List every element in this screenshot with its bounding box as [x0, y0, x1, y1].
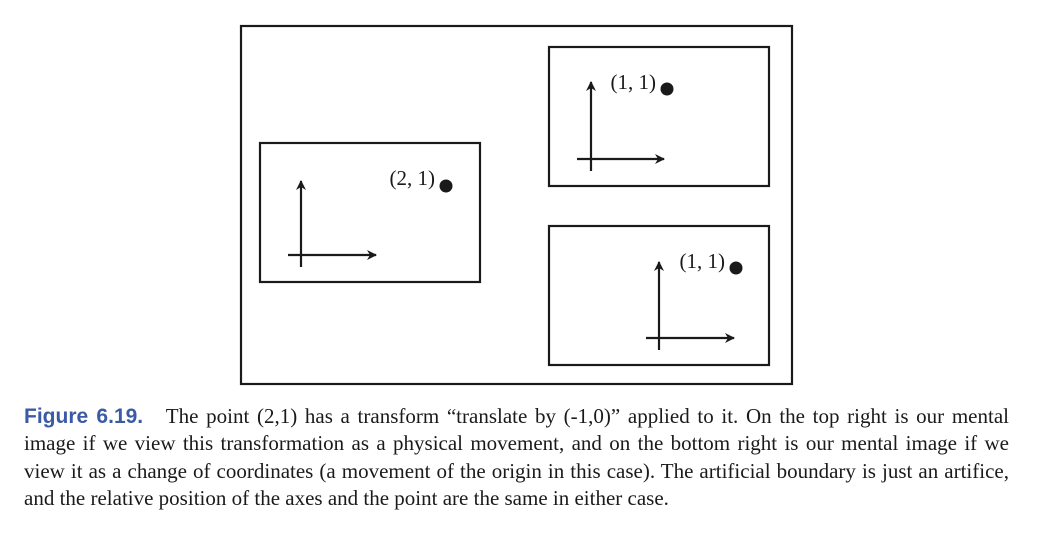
bottom-right-box-border: [547, 224, 771, 367]
bottom-right-box: (1, 1): [547, 224, 771, 367]
outer-frame: [239, 24, 794, 386]
left-box-point-label: (2, 1): [390, 166, 436, 190]
caption-figure-number: Figure 6.19.: [24, 405, 144, 428]
caption-text: The point (2,1) has a transform “transla…: [24, 404, 1009, 510]
left-box-point: [439, 179, 453, 193]
bottom-right-box-point: [729, 261, 743, 275]
top-right-box-border: [547, 45, 771, 188]
top-right-box-point-label: (1, 1): [611, 70, 657, 94]
figure-caption: Figure 6.19. The point (2,1) has a trans…: [24, 403, 1009, 512]
left-box: (2, 1): [258, 141, 482, 284]
figure-diagram: (2, 1) (1, 1) (1, 1): [239, 24, 794, 386]
left-box-border: [258, 141, 482, 284]
top-right-box-point: [660, 82, 674, 96]
top-right-box: (1, 1): [547, 45, 771, 188]
bottom-right-box-point-label: (1, 1): [680, 249, 726, 273]
